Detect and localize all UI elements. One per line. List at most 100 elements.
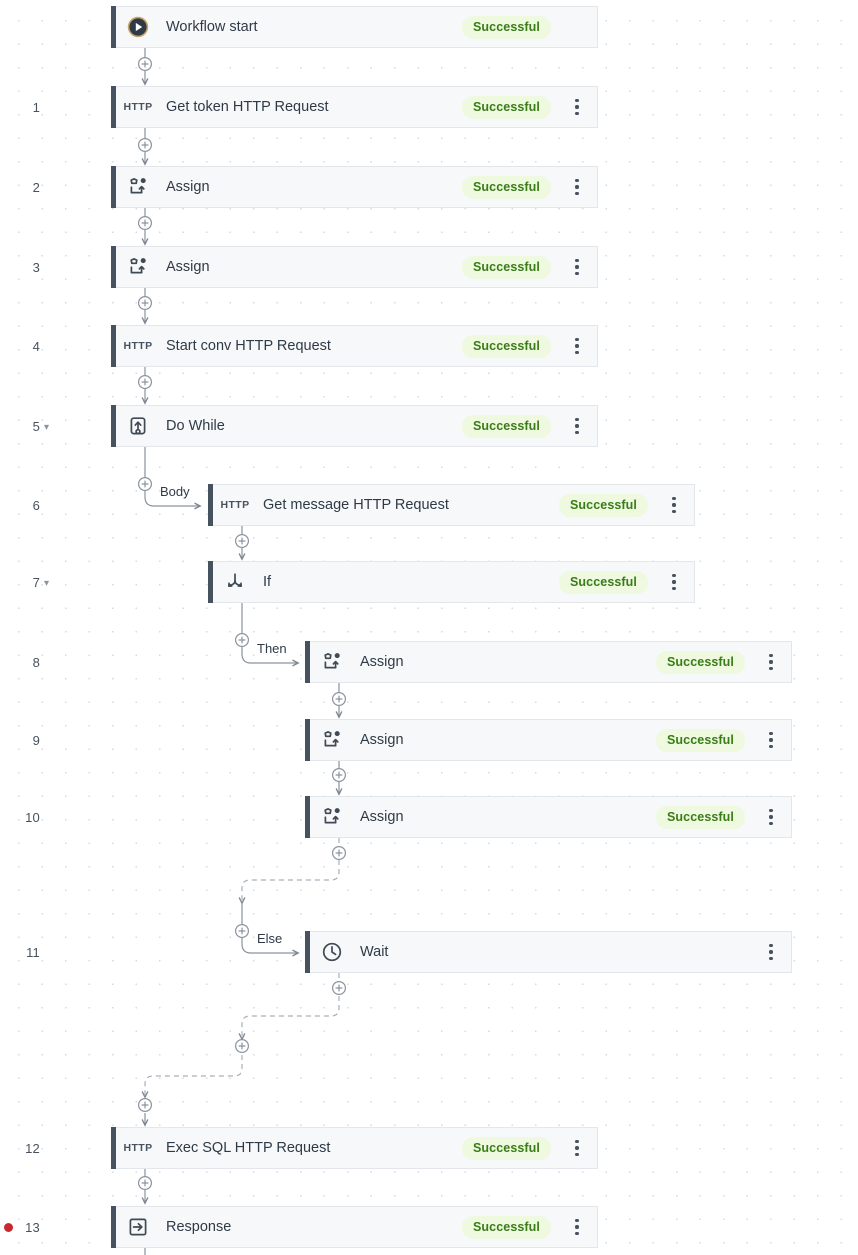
node-icon-wrapper (310, 729, 354, 751)
assign-icon (130, 178, 146, 194)
node-icon-wrapper (116, 415, 160, 437)
node-icon-wrapper (116, 176, 160, 198)
chevron-down-icon[interactable]: ▾ (44, 578, 50, 589)
node-accent-bar (111, 166, 116, 208)
http-icon: HTTP (123, 340, 153, 352)
node-menu-button[interactable] (757, 719, 785, 761)
node-menu-button[interactable] (563, 405, 591, 447)
node-menu-button[interactable] (563, 1127, 591, 1169)
branch-label-body: Body (160, 484, 190, 499)
node-menu-button[interactable] (757, 931, 785, 973)
status-badge: Successful (655, 650, 745, 674)
node-icon-wrapper (310, 941, 354, 963)
node-title: Get message HTTP Request (263, 497, 449, 513)
node-title: If (263, 574, 272, 590)
status-badge: Successful (461, 1215, 551, 1239)
node-title: Get token HTTP Request (166, 99, 329, 115)
node-menu-button[interactable] (563, 325, 591, 367)
play-circle-icon (127, 16, 149, 38)
node-icon-wrapper (116, 256, 160, 278)
node-accent-bar (305, 719, 310, 761)
gutter-index-6: 6 (32, 498, 40, 513)
node-accent-bar (111, 1206, 116, 1248)
node-icon-wrapper: HTTP (116, 1142, 160, 1154)
status-badge: Successful (461, 414, 551, 438)
node-menu-button[interactable] (660, 561, 688, 603)
status-badge: Successful (461, 15, 551, 39)
gutter-index-13: 13 (25, 1220, 40, 1235)
node-icon-wrapper: HTTP (213, 499, 257, 511)
node-title: Assign (360, 654, 404, 670)
chevron-down-icon[interactable]: ▾ (44, 422, 50, 433)
clock-icon (322, 942, 342, 962)
status-badge: Successful (461, 334, 551, 358)
status-badge: Successful (461, 175, 551, 199)
workflow-node-assign[interactable]: Assign Successful (111, 246, 598, 288)
response-icon (129, 1218, 147, 1236)
workflow-node-workflow-start[interactable]: Workflow start Successful (111, 6, 598, 48)
assign-icon (324, 731, 340, 747)
node-title: Do While (166, 418, 225, 434)
node-accent-bar (111, 405, 116, 447)
assign-icon (324, 653, 340, 669)
node-accent-bar (111, 1127, 116, 1169)
node-icon-wrapper (213, 571, 257, 593)
node-menu-button[interactable] (563, 166, 591, 208)
workflow-node-assign[interactable]: Assign Successful (305, 641, 792, 683)
status-badge: Successful (558, 570, 648, 594)
gutter-index-9: 9 (32, 733, 40, 748)
node-menu-button[interactable] (757, 641, 785, 683)
workflow-node-if[interactable]: If Successful (208, 561, 695, 603)
node-menu-button[interactable] (757, 796, 785, 838)
status-badge: Successful (461, 1136, 551, 1160)
gutter-index-11: 11 (26, 945, 40, 960)
workflow-node-assign[interactable]: Assign Successful (305, 796, 792, 838)
node-accent-bar (111, 325, 116, 367)
node-title: Start conv HTTP Request (166, 338, 331, 354)
http-icon: HTTP (123, 1142, 153, 1154)
node-accent-bar (305, 931, 310, 973)
status-badge: Successful (655, 728, 745, 752)
node-title: Workflow start (166, 19, 258, 35)
http-icon: HTTP (123, 101, 153, 113)
workflow-node-wait[interactable]: Wait (305, 931, 792, 973)
node-icon-wrapper (116, 16, 160, 38)
node-title: Assign (166, 259, 210, 275)
workflow-node-get-token-http-request[interactable]: HTTP Get token HTTP Request Successful (111, 86, 598, 128)
if-icon (228, 573, 242, 587)
node-title: Wait (360, 944, 389, 960)
status-badge: Successful (655, 805, 745, 829)
node-menu-button[interactable] (563, 86, 591, 128)
node-menu-button[interactable] (660, 484, 688, 526)
status-badge: Successful (461, 95, 551, 119)
node-menu-button[interactable] (563, 246, 591, 288)
status-badge: Successful (558, 493, 648, 517)
node-accent-bar (208, 484, 213, 526)
node-accent-bar (208, 561, 213, 603)
gutter-index-4: 4 (32, 339, 40, 354)
gutter-index-10: 10 (25, 810, 40, 825)
node-icon-wrapper (310, 651, 354, 673)
node-title: Assign (360, 732, 404, 748)
gutter-index-7: 7 (32, 575, 40, 590)
assign-icon (130, 258, 146, 274)
workflow-node-assign[interactable]: Assign Successful (305, 719, 792, 761)
workflow-node-start-conv-http-request[interactable]: HTTP Start conv HTTP Request Successful (111, 325, 598, 367)
status-badge: Successful (461, 255, 551, 279)
node-title: Assign (360, 809, 404, 825)
gutter-index-12: 12 (25, 1141, 40, 1156)
node-menu-placeholder (563, 6, 591, 48)
workflow-node-get-message-http-request[interactable]: HTTP Get message HTTP Request Successful (208, 484, 695, 526)
node-accent-bar (111, 6, 116, 48)
node-menu-button[interactable] (563, 1206, 591, 1248)
branch-label-then: Then (257, 641, 287, 656)
gutter-index-5: 5 (32, 419, 40, 434)
gutter-index-1: 1 (32, 100, 40, 115)
node-accent-bar (111, 86, 116, 128)
branch-label-else: Else (257, 931, 283, 946)
workflow-node-do-while[interactable]: Do While Successful (111, 405, 598, 447)
